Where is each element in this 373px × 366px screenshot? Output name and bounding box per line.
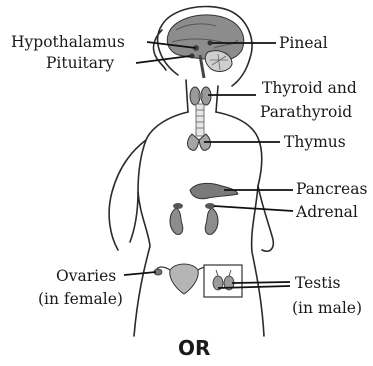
label-pancreas: Pancreas [296,180,367,198]
label-ovaries-line2: (in female) [38,290,123,308]
or-caption: OR [178,336,210,360]
label-adrenal: Adrenal [295,203,358,221]
label-thyroid-line2: Parathyroid [260,103,352,121]
testis-inset [204,265,242,297]
label-hypothalamus: Hypothalamus [11,33,125,51]
label-ovaries-line1: Ovaries [56,267,116,285]
label-thyroid-line1: Thyroid and [262,79,357,97]
label-pituitary: Pituitary [46,54,114,72]
trachea [196,104,204,136]
label-pineal: Pineal [279,34,328,52]
pineal-gland [208,41,213,46]
pituitary-gland [190,54,195,59]
adrenal-gland-left [173,203,183,209]
label-testis-line2: (in male) [292,299,362,317]
label-testis-line1: Testis [295,274,340,292]
adrenal-gland-right [205,203,215,209]
kidneys [170,208,218,234]
thyroid-gland [190,87,211,105]
pancreas-gland [190,183,238,198]
label-thymus: Thymus [284,133,346,151]
